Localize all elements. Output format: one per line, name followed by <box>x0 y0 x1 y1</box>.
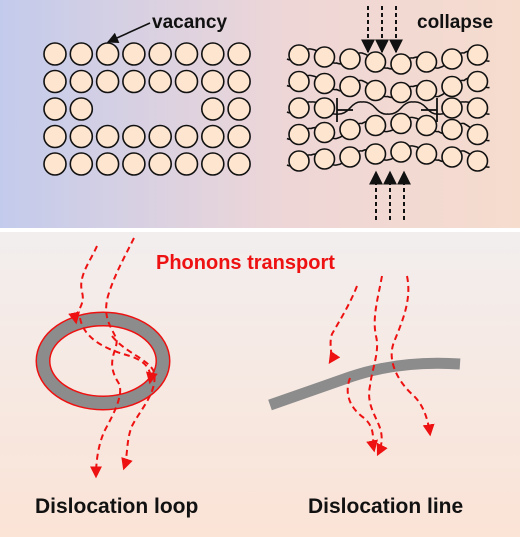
atom <box>288 44 310 66</box>
dislocation-line-label: Dislocation line <box>308 495 463 518</box>
atom <box>415 143 438 165</box>
phonon-path-line-3 <box>346 377 379 453</box>
atom <box>339 146 361 168</box>
phonon-path-line-4 <box>390 275 435 437</box>
atom <box>148 69 172 94</box>
atom <box>466 150 489 172</box>
atom <box>148 42 172 66</box>
atom <box>466 123 489 146</box>
atom <box>313 72 336 95</box>
collapse-label: collapse <box>417 12 493 33</box>
atom <box>148 152 172 176</box>
atom <box>122 124 146 149</box>
phonon-path-loop-1 <box>68 245 98 325</box>
atom <box>313 46 336 68</box>
phonon-path-loop-4 <box>111 335 156 471</box>
atom <box>364 51 387 73</box>
atom <box>288 97 310 119</box>
atom <box>201 69 225 94</box>
atom <box>313 148 336 170</box>
dislocation-loop <box>35 311 171 411</box>
edge-dislocation-symbol <box>336 98 353 122</box>
vacancy-label: vacancy <box>152 12 227 33</box>
atom <box>201 124 225 149</box>
atom <box>441 48 463 70</box>
atom <box>69 97 94 121</box>
atom <box>174 69 199 94</box>
atom <box>441 118 463 141</box>
atom <box>227 97 251 121</box>
atom <box>364 114 387 137</box>
atom <box>43 124 67 149</box>
edge-dislocation-symbol <box>421 98 438 122</box>
atom <box>313 97 336 119</box>
atom <box>43 97 67 121</box>
atom <box>95 152 120 176</box>
phonon-path-loop-2 <box>90 237 135 479</box>
atom <box>339 118 361 141</box>
dislocation-loop-label: Dislocation loop <box>35 495 198 518</box>
phonon-paths <box>68 237 435 479</box>
atom <box>288 70 310 93</box>
atom <box>69 69 94 94</box>
atom <box>174 42 199 66</box>
atom <box>95 69 120 94</box>
atom <box>122 42 146 66</box>
atom <box>339 75 361 98</box>
atom <box>43 69 67 94</box>
atom <box>122 69 146 94</box>
phonons-transport-label: Phonons transport <box>156 252 335 274</box>
atom <box>390 112 412 135</box>
atom <box>364 79 387 102</box>
atom <box>69 42 94 66</box>
atom <box>288 123 310 146</box>
atom <box>313 121 336 144</box>
vacancy-arrow <box>106 22 151 43</box>
atom <box>466 97 489 119</box>
atom <box>466 44 489 66</box>
atom <box>148 124 172 149</box>
atom <box>415 79 438 102</box>
atom <box>441 97 463 119</box>
compression-arrows-top <box>361 6 403 54</box>
atom <box>390 141 412 163</box>
atom <box>415 114 438 137</box>
phonon-path-line-2 <box>368 275 388 457</box>
atom <box>227 124 251 149</box>
atom <box>201 97 225 121</box>
atom <box>339 48 361 70</box>
atom-lattice-with-vacancy <box>43 42 251 176</box>
atom <box>95 42 120 66</box>
atom <box>288 150 310 172</box>
atom <box>43 152 67 176</box>
atom <box>364 143 387 165</box>
atom <box>174 124 199 149</box>
atom <box>441 75 463 98</box>
atom <box>69 124 94 149</box>
atom <box>227 69 251 94</box>
atom <box>227 42 251 66</box>
phonon-path-loop-3 <box>79 317 158 385</box>
atom <box>95 124 120 149</box>
atom <box>227 152 251 176</box>
bottom-panel-background <box>0 232 520 537</box>
atom <box>69 152 94 176</box>
compression-arrows-bottom <box>369 170 411 220</box>
phonon-path-line-1 <box>328 285 358 364</box>
atom <box>466 70 489 93</box>
atom <box>441 146 463 168</box>
collapsed-lattice <box>286 44 490 172</box>
atom <box>174 152 199 176</box>
atom <box>415 51 438 73</box>
atom <box>201 152 225 176</box>
atom <box>201 42 225 66</box>
dislocation-line <box>268 357 461 411</box>
atom <box>43 42 67 66</box>
atom <box>390 53 412 75</box>
atom <box>390 81 412 104</box>
atom <box>122 152 146 176</box>
